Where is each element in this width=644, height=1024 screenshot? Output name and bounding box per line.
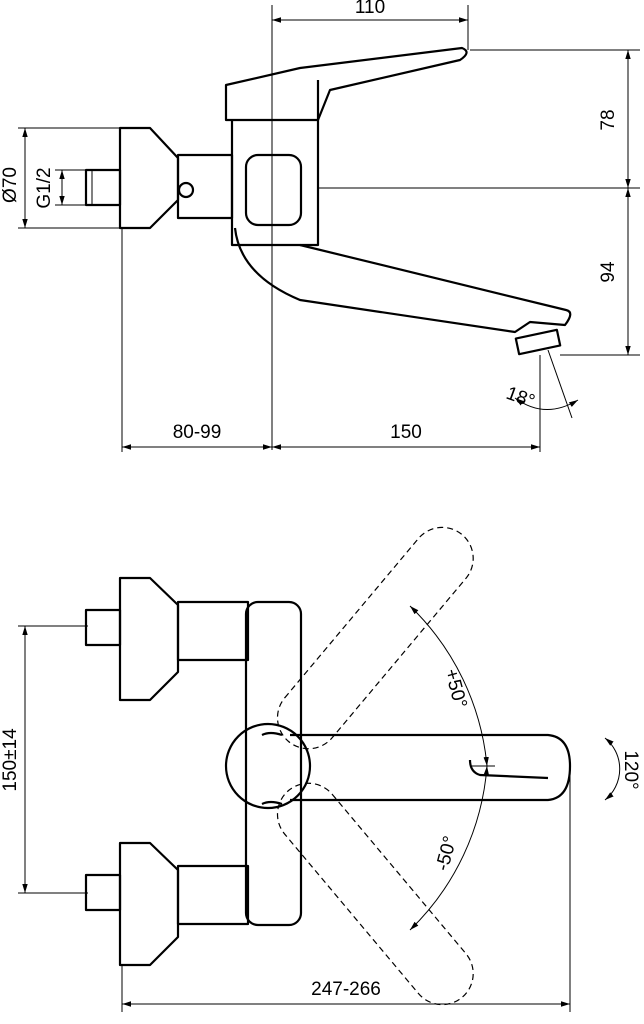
side-view: 110 78 94 Ø70 G1/2 80-99 150	[0, 0, 640, 452]
lower-flange	[118, 841, 180, 967]
connector	[176, 153, 234, 220]
dim-lever-reach: 110	[355, 0, 385, 18]
side-dimensions: 110 78 94 Ø70 G1/2 80-99 150	[0, 0, 640, 452]
dim-upper-height: 78	[598, 109, 619, 130]
upper-flange	[118, 576, 180, 702]
body-recess	[244, 153, 303, 227]
lower-thread-pipe	[84, 873, 122, 912]
lower-connector	[176, 864, 250, 926]
top-dimensions: +50° -50° 120° 150±14 247-266	[0, 605, 641, 1012]
upper-thread-pipe	[84, 608, 122, 647]
lever	[290, 733, 572, 802]
lever-dashed-plus50	[276, 526, 474, 750]
dim-overall-length: 247-266	[311, 979, 381, 1000]
dim-spout-reach: 150	[390, 422, 422, 443]
upper-connector	[176, 600, 250, 662]
side-faucet-outline	[84, 46, 572, 356]
aerator	[514, 328, 562, 356]
dim-spout-swivel: 120°	[620, 750, 641, 789]
grub-screw	[177, 181, 195, 199]
dim-wall-offset: 80-99	[173, 422, 222, 443]
thread-pipe	[84, 168, 122, 207]
dim-lower-height: 94	[598, 261, 619, 283]
mixer-body	[244, 600, 303, 927]
top-faucet-outline	[84, 526, 572, 1006]
wall-flange	[118, 126, 180, 230]
lever	[224, 46, 468, 122]
dim-spout-angle: 18°	[503, 383, 537, 413]
dim-thread: G1/2	[34, 167, 55, 208]
dim-inlet-spacing: 150±14	[0, 728, 21, 792]
lever-dashed-minus50	[276, 782, 474, 1006]
lever-hub	[224, 722, 312, 810]
top-view: +50° -50° 120° 150±14 247-266	[0, 526, 641, 1012]
dim-flange-diameter: Ø70	[0, 167, 21, 203]
lever-edge	[468, 759, 549, 780]
dim-lever-plus: +50°	[440, 667, 471, 711]
mixer-body	[230, 80, 320, 247]
spout	[233, 227, 572, 334]
